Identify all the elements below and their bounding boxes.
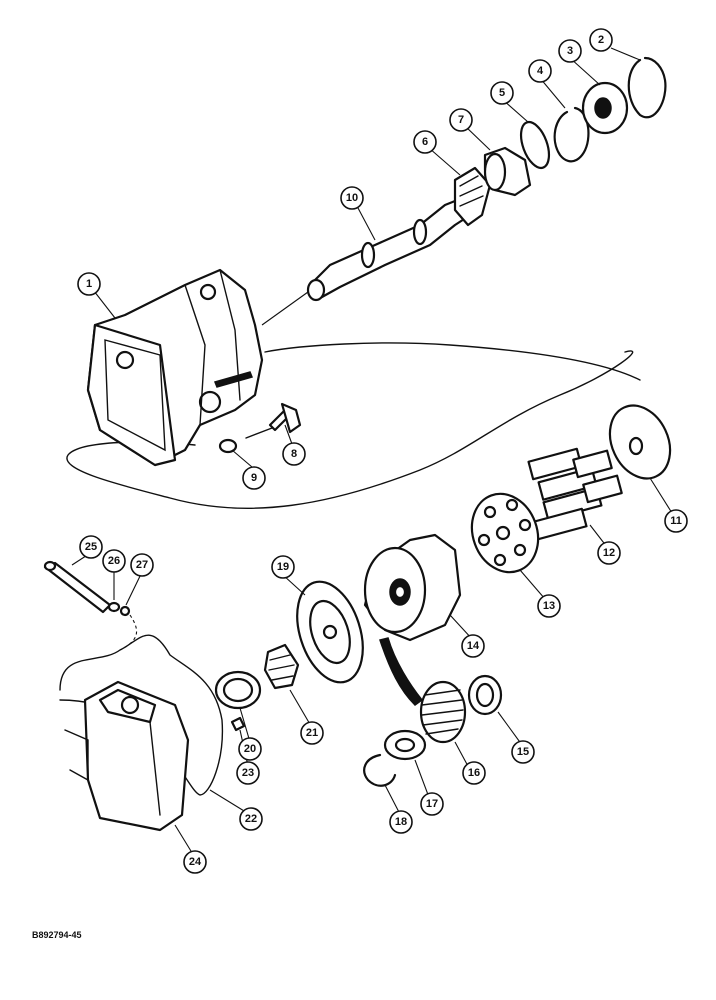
callout-12: 12 [597, 541, 621, 565]
gasket-loop-upper [66, 350, 634, 509]
callout-7: 7 [449, 108, 473, 132]
callout-5: 5 [490, 81, 514, 105]
svg-text:17: 17 [426, 798, 438, 810]
callout-23: 23 [236, 761, 260, 785]
callout-3: 3 [558, 39, 582, 63]
bearing-cup-lower-part [214, 670, 262, 710]
svg-text:10: 10 [346, 192, 358, 204]
end-cover-part [64, 680, 190, 832]
bearing-cone-part [453, 166, 492, 227]
svg-text:13: 13 [543, 600, 555, 612]
callout-6: 6 [413, 130, 437, 154]
svg-text:27: 27 [136, 559, 148, 571]
svg-text:22: 22 [245, 813, 257, 825]
spring-part [419, 680, 467, 744]
shaft-seal-part [581, 81, 629, 135]
svg-text:1: 1 [86, 278, 92, 290]
svg-text:8: 8 [291, 448, 297, 460]
callout-17: 17 [420, 792, 444, 816]
svg-text:2: 2 [598, 34, 604, 46]
callout-21: 21 [300, 721, 324, 745]
assembly-line [119, 614, 138, 651]
svg-text:12: 12 [603, 547, 615, 559]
callout-4: 4 [528, 59, 552, 83]
valve-plate-part [296, 580, 364, 684]
svg-text:21: 21 [306, 727, 318, 739]
svg-text:4: 4 [537, 65, 544, 77]
svg-text:24: 24 [189, 856, 202, 868]
svg-text:23: 23 [242, 767, 254, 779]
callout-16: 16 [462, 761, 486, 785]
svg-text:11: 11 [670, 515, 682, 527]
retainer-plate-part [470, 492, 540, 574]
svg-text:19: 19 [277, 561, 289, 573]
callout-15: 15 [511, 740, 535, 764]
callout-9: 9 [242, 466, 266, 490]
callout-8: 8 [282, 442, 306, 466]
callout-1: 1 [77, 272, 101, 296]
callout-11: 11 [664, 509, 688, 533]
callout-2: 2 [589, 28, 613, 52]
callout-20: 20 [238, 737, 262, 761]
bearing-cone-lower-part [263, 643, 300, 690]
snap-ring-5-part [519, 120, 551, 170]
stud-part [43, 560, 112, 614]
svg-text:3: 3 [567, 45, 573, 57]
svg-text:5: 5 [499, 87, 505, 99]
svg-text:25: 25 [85, 541, 97, 553]
snap-ring-2-part [627, 56, 667, 119]
callout-19: 19 [271, 555, 295, 579]
callout-13: 13 [537, 594, 561, 618]
figure-code: B892794-45 [32, 930, 82, 940]
cap-screw-part [245, 402, 302, 439]
svg-text:14: 14 [467, 640, 480, 652]
callout-24: 24 [183, 850, 207, 874]
washer-part [218, 438, 238, 454]
flat-washer-part [383, 729, 427, 761]
spring-washer-part [467, 674, 503, 716]
svg-text:26: 26 [108, 555, 120, 567]
svg-text:20: 20 [244, 743, 256, 755]
piston-group-part [527, 447, 623, 541]
drive-shaft-part [261, 193, 480, 326]
callout-22: 22 [239, 807, 263, 831]
callout-18: 18 [389, 810, 413, 834]
callout-25: 25 [79, 535, 103, 559]
svg-text:9: 9 [251, 472, 257, 484]
svg-text:18: 18 [395, 816, 407, 828]
callout-27: 27 [130, 553, 154, 577]
svg-text:7: 7 [458, 114, 464, 126]
assembly-arrow [379, 637, 424, 706]
housing-part [86, 268, 264, 467]
dowel-pin-part [230, 716, 246, 732]
o-ring-26-part [107, 601, 121, 613]
o-ring-27-part [119, 605, 131, 617]
callout-10: 10 [340, 186, 364, 210]
cylinder-block-part [363, 533, 462, 642]
callout-26: 26 [102, 549, 126, 573]
svg-text:6: 6 [422, 136, 428, 148]
bearing-cup-part [483, 146, 532, 197]
snap-ring-18-part [363, 753, 397, 787]
thrust-plate-part [608, 404, 672, 480]
gasket-loop-upper-2 [264, 342, 641, 381]
svg-text:15: 15 [517, 746, 529, 758]
svg-text:16: 16 [468, 767, 480, 779]
callout-14: 14 [461, 634, 485, 658]
